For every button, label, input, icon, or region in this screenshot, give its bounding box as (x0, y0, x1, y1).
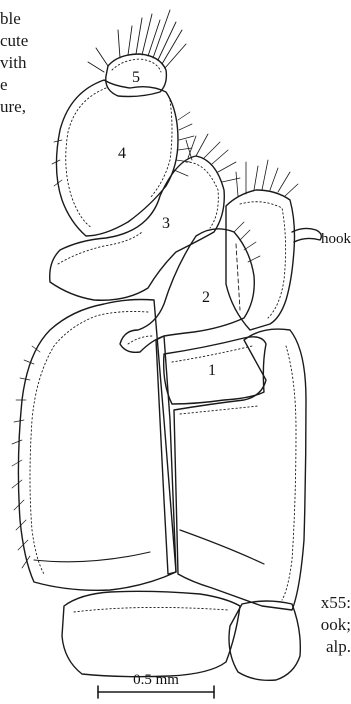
segment-label-4: 4 (118, 145, 126, 162)
scale-bar-label: 0.5 mm (133, 672, 179, 688)
hook (292, 228, 321, 242)
basal-segment-left (62, 591, 240, 676)
setae-proximal-left (12, 346, 40, 568)
setae-segment-2 (234, 222, 260, 262)
proximal-segment-left (18, 300, 176, 591)
setae-segment-5 (88, 10, 186, 72)
proximal-segment-right (174, 329, 306, 610)
segment-label-3: 3 (162, 215, 170, 232)
segment-label-1: 1 (208, 362, 216, 379)
segment-label-2: 2 (202, 289, 210, 306)
segment-2 (120, 229, 254, 353)
distal-lobe (226, 190, 295, 330)
setae-segment-3 (186, 134, 240, 182)
segment-3 (50, 156, 225, 300)
segment-label-5: 5 (132, 69, 140, 86)
hook-label: hook (321, 231, 351, 247)
